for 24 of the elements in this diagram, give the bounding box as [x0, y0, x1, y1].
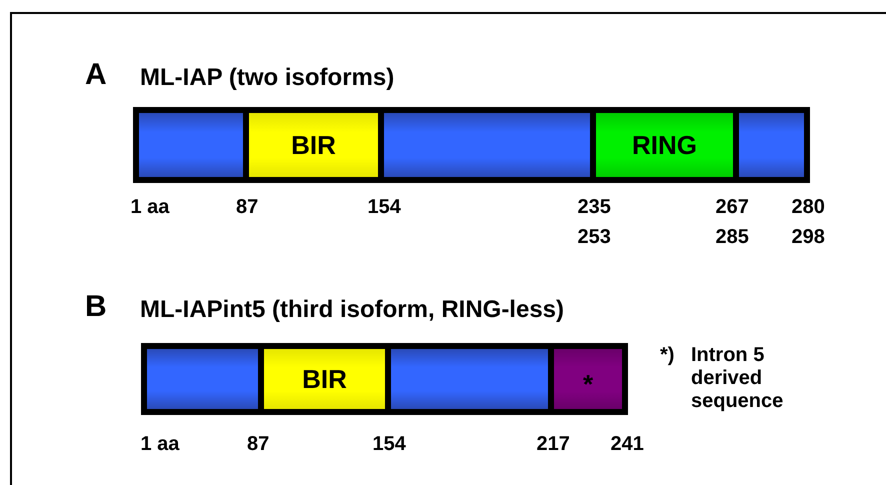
- panel-title: ML-IAPint5 (third isoform, RING-less): [140, 296, 564, 324]
- domain-label: RING: [632, 130, 697, 160]
- position-label: 154: [372, 433, 406, 456]
- footnote-mark: *): [660, 344, 674, 367]
- position-label: 267: [716, 196, 749, 219]
- position-label: 87: [247, 433, 270, 456]
- position-label: 235: [578, 196, 611, 219]
- position-label: 285: [716, 226, 749, 249]
- position-label: 1 aa: [140, 433, 180, 456]
- position-label: 154: [368, 196, 401, 219]
- panel-letter: A: [85, 58, 107, 92]
- domain-label: *: [582, 368, 594, 400]
- position-label: 241: [610, 433, 644, 456]
- position-label: 87: [236, 196, 258, 219]
- position-label: 298: [792, 226, 825, 249]
- domain-label: BIR: [291, 130, 336, 160]
- position-label: 253: [578, 226, 611, 249]
- position-label: 217: [536, 433, 570, 456]
- position-label: 1 aa: [130, 196, 170, 219]
- position-label: 280: [792, 196, 825, 219]
- domain-label: BIR: [302, 364, 347, 394]
- panel-title: ML-IAP (two isoforms): [140, 64, 394, 92]
- footnote-text: Intron 5 derived sequence: [691, 344, 784, 413]
- panel-letter: B: [85, 290, 107, 324]
